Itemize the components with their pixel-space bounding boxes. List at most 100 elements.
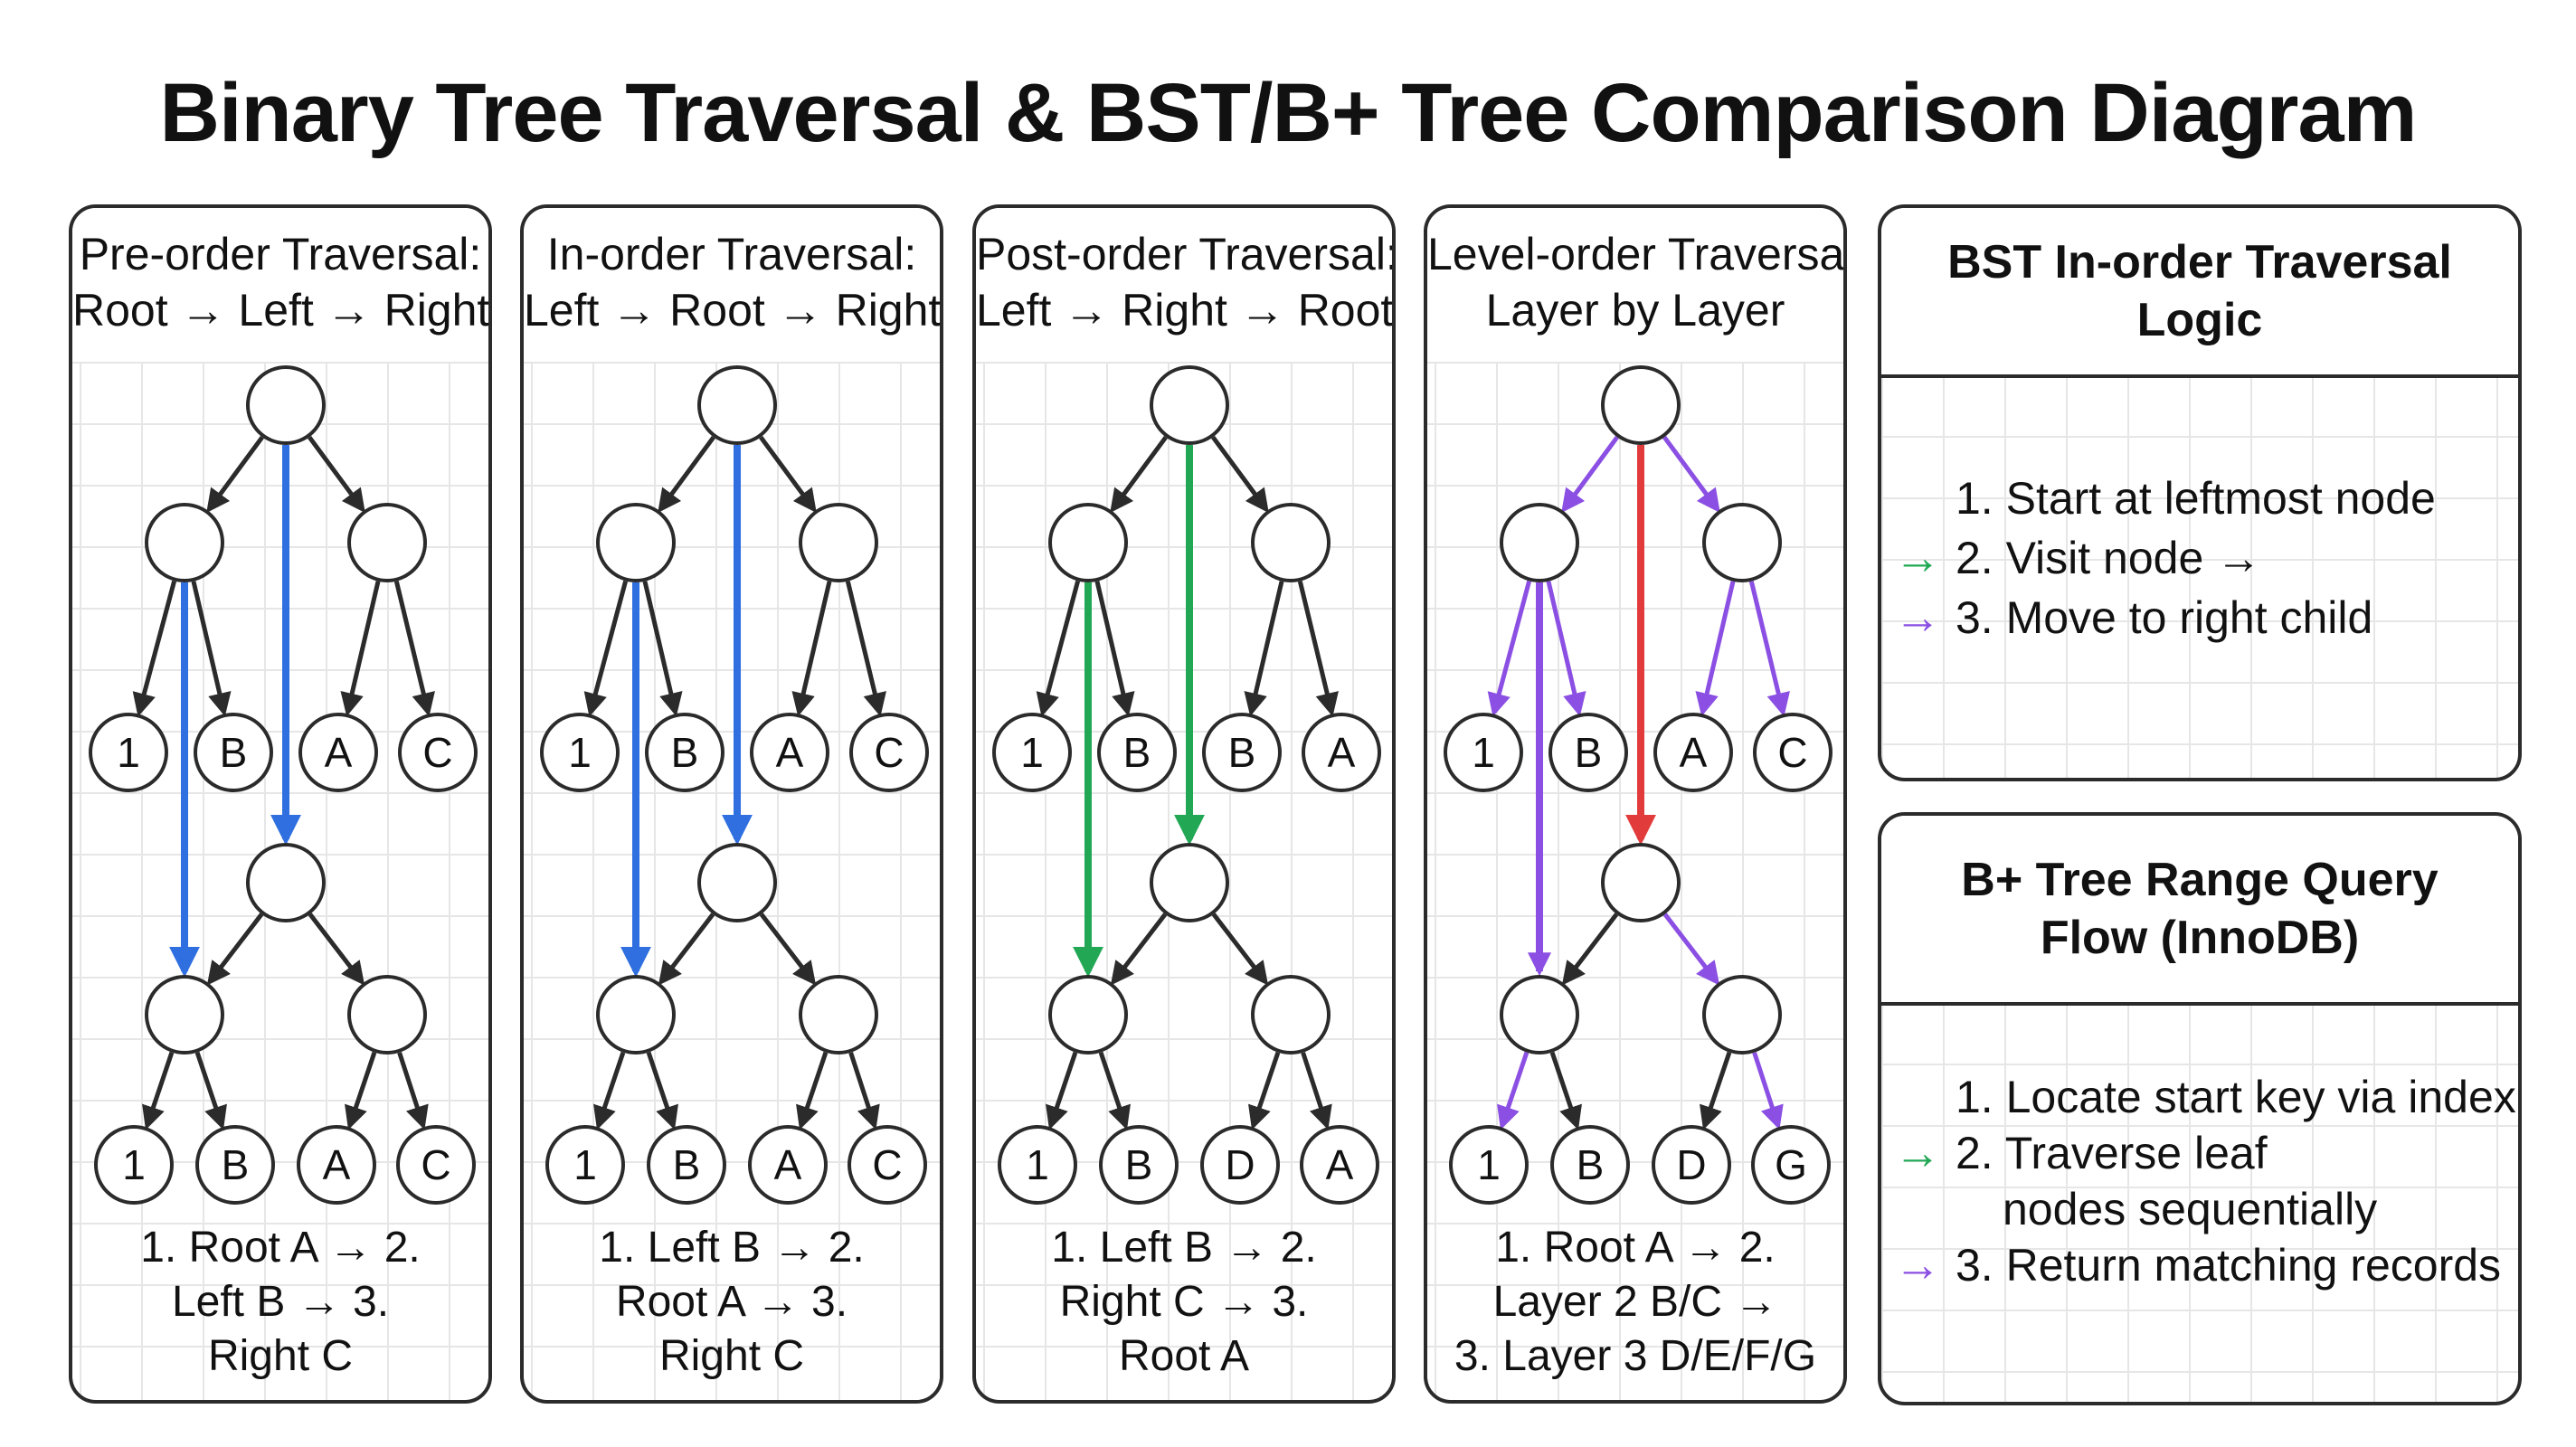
leaf-edge (191, 581, 232, 717)
tree-node (799, 503, 878, 582)
node-label: B (1125, 1141, 1153, 1188)
leaf-edge (345, 1051, 377, 1130)
caption-line-3: Root A (1118, 1332, 1250, 1380)
panel-caption: 1. Root A → 2. Layer 2 B/C → 3. Layer 3 … (1427, 1221, 1843, 1384)
bst-step-1: 1. Start at leftmost node (1894, 468, 2518, 528)
node-label: A (1328, 729, 1356, 776)
bplus-flow-box: B+ Tree Range Query Flow (InnoDB) 1. Loc… (1878, 812, 2522, 1405)
tree-edge (308, 435, 365, 514)
panel-title-line-2: Left → Root → Right (524, 285, 942, 336)
panel-title-line-1: In-order Traversal: (546, 229, 917, 279)
node-label: B (1575, 729, 1603, 776)
bplus-box-title-line-2: Flow (InnoDB) (2040, 912, 2360, 964)
bplus-step-1: 1. Locate start key via index (1894, 1069, 2518, 1125)
caption-line-1: 1. Root A → 2. (1495, 1224, 1776, 1272)
leaf-node: B (1548, 713, 1628, 792)
node-label: A (323, 1141, 351, 1188)
tree-edge (658, 913, 715, 986)
node-label: C (421, 1141, 450, 1188)
tree-node (1150, 843, 1229, 922)
leaf-node: A (297, 1125, 376, 1205)
tree-node (1702, 503, 1782, 582)
leaf-node: A (748, 1125, 828, 1205)
leaf-edge (132, 580, 177, 717)
leaf-node: D (1652, 1125, 1731, 1205)
tree-edge (1662, 913, 1720, 986)
node-label: 1 (117, 729, 140, 776)
leaf-edge (1094, 581, 1135, 717)
node-label: B (1123, 729, 1151, 776)
tree-node (1601, 843, 1681, 922)
leaf-node: B (1099, 1125, 1179, 1205)
tree-node (145, 975, 224, 1055)
caption-line-2: Right C → 3. (1059, 1278, 1309, 1326)
leaf-edge (1301, 1052, 1332, 1130)
tree-edge (1561, 913, 1619, 986)
node-label: 1 (1477, 1141, 1501, 1188)
tree-edge (1561, 435, 1619, 514)
tree-edge (1211, 435, 1269, 514)
tree-node (347, 975, 427, 1055)
leaf-node: A (1653, 713, 1733, 792)
node-label: A (776, 729, 804, 776)
node-label: B (1577, 1141, 1605, 1188)
bplus-box-title-line-1: B+ Tree Range Query (1961, 854, 2439, 906)
tree-edge (1110, 435, 1168, 514)
leaf-node: B (645, 713, 724, 792)
panel-title-line-1: Level-order Traversal: (1427, 229, 1847, 279)
leaf-node: A (1302, 713, 1381, 792)
tree-edge (658, 435, 715, 514)
leaf-edge (1549, 1051, 1582, 1130)
leaf-node: B (194, 713, 273, 792)
leaf-edge (1546, 581, 1586, 717)
tree-node (347, 503, 427, 582)
panel-title: Post-order Traversal: Left → Right → Roo… (976, 226, 1392, 338)
caption-line-2: Left B → 3. (171, 1278, 390, 1326)
leaf-node: B (1202, 713, 1282, 792)
tree-node (145, 503, 224, 582)
bplus-steps: 1. Locate start key via index → 2. Trave… (1894, 1069, 2518, 1293)
green-arrow-icon: → (1894, 532, 1941, 584)
tree-node (1601, 365, 1681, 445)
panel-title-line-1: Pre-order Traversal: (79, 229, 482, 279)
leaf-edge (397, 1052, 429, 1130)
leaf-edge (194, 1051, 227, 1130)
leaf-node: A (750, 713, 829, 792)
panel-header (976, 208, 1392, 362)
leaf-node: G (1751, 1125, 1831, 1205)
tree-edge (759, 435, 817, 514)
panel-title-line-2: Left → Right → Root (976, 285, 1394, 336)
node-label: B (673, 1141, 701, 1188)
bst-steps: 1. Start at leftmost node → 2. Visit nod… (1894, 468, 2518, 648)
leaf-edge (340, 581, 381, 717)
panel-title: Level-order Traversal: Layer by Layer (1427, 226, 1843, 338)
node-label: C (872, 1141, 902, 1188)
post-order-panel: Post-order Traversal: Left → Right → Roo… (972, 204, 1396, 1404)
leaf-node: C (1753, 713, 1833, 792)
leaf-edge (791, 581, 832, 717)
bplus-step-2: → 2. Traverse leaf nodes sequentially (1894, 1125, 2518, 1237)
caption-line-1: 1. Left B → 2. (1051, 1224, 1317, 1272)
tree-node (1150, 365, 1229, 445)
panel-title-line-2: Layer by Layer (1485, 285, 1785, 336)
tree-edge (206, 913, 264, 986)
tree-node (1048, 975, 1128, 1055)
tree-node (1251, 975, 1331, 1055)
caption-line-2: Layer 2 B/C → (1492, 1278, 1778, 1326)
bst-step-3: → 3. Move to right child (1894, 588, 2518, 648)
leaf-node: 1 (545, 1125, 625, 1205)
caption-line-3: Right C (207, 1332, 354, 1380)
bst-step-3-text: 3. Move to right child (1956, 592, 2373, 643)
leaf-edge (1046, 1051, 1078, 1130)
leaf-node: C (848, 1125, 927, 1205)
tree-node (1048, 503, 1128, 582)
leaf-edge (1487, 580, 1532, 717)
node-label: B (222, 1141, 250, 1188)
panel-header (524, 208, 940, 362)
node-label: C (1777, 729, 1807, 776)
leaf-edge (1700, 1051, 1732, 1130)
tree-node (697, 843, 777, 922)
leaf-node: C (396, 1125, 476, 1205)
